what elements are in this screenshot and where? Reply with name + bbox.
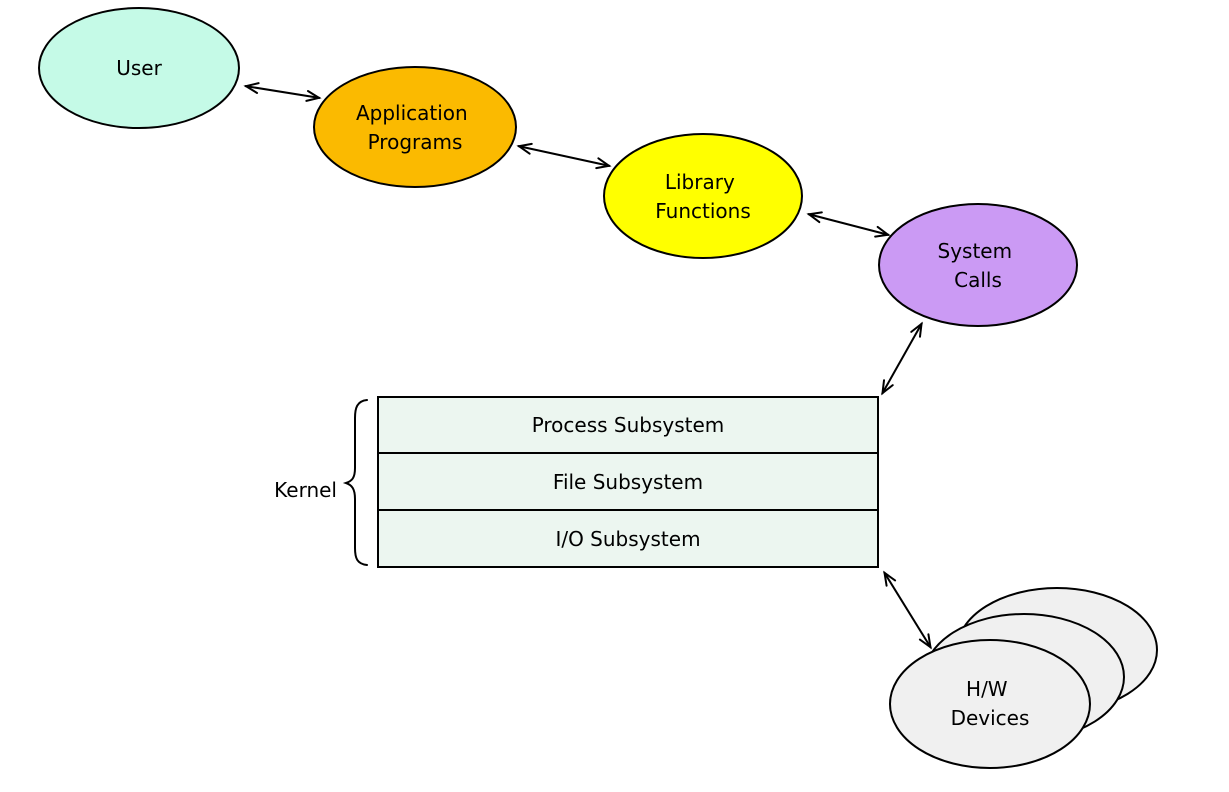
library-functions-label-line2: Functions (655, 199, 751, 223)
system-calls-node (878, 203, 1078, 327)
kernel-row-io-subsystem: I/O Subsystem (555, 527, 700, 551)
kernel-box (377, 396, 879, 568)
hw-devices-node-front (889, 639, 1091, 769)
arrow-library-systemcalls (806, 211, 891, 238)
system-calls-label-line1: System (938, 239, 1013, 263)
arrow-systemcalls-kernel (881, 321, 923, 396)
user-node (38, 7, 240, 129)
application-programs-node-label: Application Programs (356, 101, 474, 154)
user-node-label: User (116, 56, 162, 80)
hw-devices-node-label: H/W Devices (951, 677, 1030, 730)
kernel-brace (342, 399, 368, 566)
application-programs-node (313, 66, 517, 188)
arrow-kernel-hwdevices (883, 570, 932, 650)
arrow-user-application (243, 82, 322, 102)
system-calls-label-line2: Calls (954, 268, 1002, 292)
hw-devices-label-line2: Devices (951, 706, 1030, 730)
kernel-label: Kernel (274, 478, 337, 502)
hw-devices-label-line1: H/W (966, 677, 1008, 701)
application-programs-label-line2: Programs (368, 130, 463, 154)
library-functions-node (603, 133, 803, 259)
kernel-row-file-subsystem: File Subsystem (553, 470, 703, 494)
library-functions-node-label: Library Functions (655, 170, 751, 223)
library-functions-label-line1: Library (665, 170, 735, 194)
system-calls-node-label: System Calls (938, 239, 1019, 292)
arrow-application-library (516, 142, 612, 170)
kernel-row-process-subsystem: Process Subsystem (532, 413, 725, 437)
connectors (243, 82, 932, 650)
application-programs-label-line1: Application (356, 101, 468, 125)
